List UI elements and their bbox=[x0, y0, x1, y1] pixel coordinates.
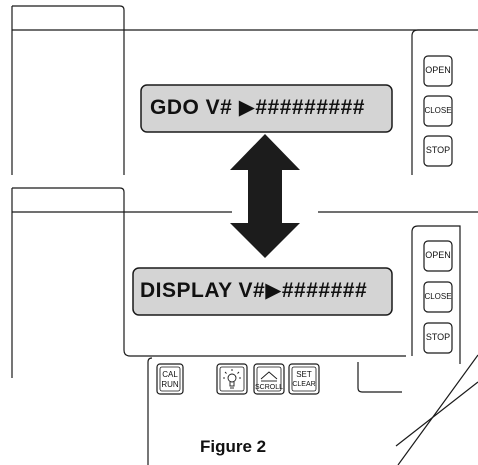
top-lcd-display bbox=[140, 84, 393, 133]
diagonal-edge-1 bbox=[397, 354, 478, 465]
top-close-button[interactable] bbox=[423, 95, 453, 127]
bottom-lcd-display bbox=[132, 267, 393, 316]
cal-run-button[interactable] bbox=[156, 363, 184, 395]
set-clear-button-inner bbox=[291, 366, 317, 392]
cal-run-button-inner bbox=[159, 366, 181, 392]
bottom-panel-tab-outline bbox=[12, 187, 125, 212]
scroll-button[interactable] bbox=[253, 363, 285, 395]
scroll-button-inner bbox=[256, 366, 282, 392]
diagonal-edge-2 bbox=[395, 381, 478, 447]
top-close-label: CLOSE bbox=[424, 106, 452, 115]
set-clear-button[interactable] bbox=[288, 363, 320, 395]
top-open-label: OPEN bbox=[425, 65, 451, 75]
scroll-label: SCROLL bbox=[254, 384, 283, 391]
bottom-stop-button[interactable] bbox=[423, 322, 453, 354]
run-label: RUN bbox=[161, 380, 179, 389]
top-panel-tab-outline bbox=[12, 5, 125, 30]
bottom-stop-label: STOP bbox=[425, 332, 451, 342]
bottom-open-button[interactable] bbox=[423, 240, 453, 272]
top-display-text: GDO V# ▶######### bbox=[150, 96, 365, 119]
double-headed-vertical-arrow-icon bbox=[230, 134, 300, 258]
top-panel-button-column-outline bbox=[411, 29, 460, 175]
bottom-panel-inner-edge bbox=[123, 212, 406, 357]
bottom-panel-button-column-outline bbox=[411, 225, 461, 364]
cal-label: CAL bbox=[162, 370, 178, 379]
light-bulb-icon bbox=[223, 369, 241, 389]
bottom-display-text: DISPLAY V#▶####### bbox=[140, 279, 368, 302]
bottom-close-label: CLOSE bbox=[424, 292, 452, 301]
light-button-inner bbox=[219, 366, 245, 392]
clear-label: CLEAR bbox=[292, 381, 316, 388]
set-label: SET bbox=[296, 370, 312, 379]
bottom-open-label: OPEN bbox=[425, 250, 451, 260]
figure-caption: Figure 2 bbox=[200, 437, 267, 456]
bottom-panel bbox=[11, 187, 478, 465]
bottom-close-button[interactable] bbox=[423, 281, 453, 313]
light-button[interactable] bbox=[216, 363, 248, 395]
top-panel bbox=[11, 5, 478, 175]
bottom-panel-lower-right-edge bbox=[357, 362, 402, 393]
top-open-button[interactable] bbox=[423, 55, 453, 87]
bottom-panel-lower-corner bbox=[147, 357, 153, 364]
top-stop-label: STOP bbox=[425, 145, 451, 155]
scroll-up-icon bbox=[260, 371, 278, 382]
top-stop-button[interactable] bbox=[423, 135, 453, 167]
